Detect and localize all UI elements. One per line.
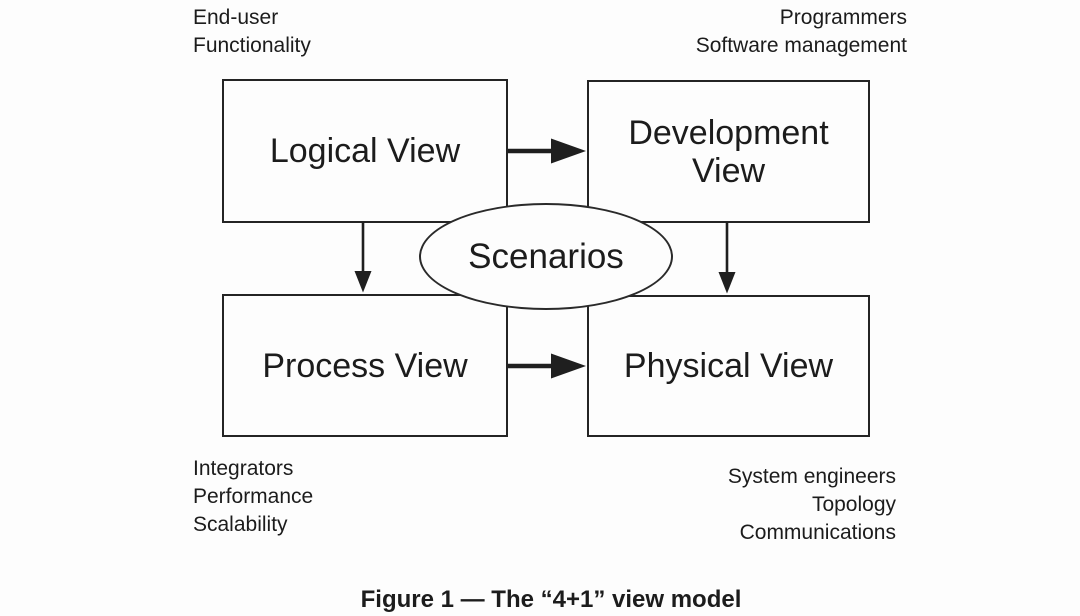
label-system-engineers-topology-communications: System engineers Topology Communications (728, 463, 896, 547)
scenarios-label: Scenarios (468, 236, 624, 276)
label-line: End-user (193, 6, 279, 29)
view-box-label: Logical View (269, 132, 461, 170)
view-box-process: Process View (222, 294, 508, 437)
arrow-process-to-physical-icon (508, 353, 586, 379)
label-line: Software management (695, 34, 907, 57)
view-box-physical: Physical View (587, 295, 870, 437)
label-end-user-functionality: End-user Functionality (193, 4, 311, 60)
label-line: Integrators (193, 457, 294, 480)
view-box-label-line: View (691, 151, 766, 190)
label-programmers-software-management: Programmers Software management (696, 4, 907, 60)
label-line: Communications (739, 521, 896, 544)
arrow-logical-to-process-icon (354, 222, 372, 293)
label-line: Functionality (193, 34, 311, 57)
view-box-development: Development View (587, 80, 870, 223)
arrow-development-to-physical-icon (718, 222, 736, 294)
view-box-logical: Logical View (222, 79, 508, 223)
label-line: Programmers (779, 6, 907, 29)
label-line: System engineers (727, 465, 896, 488)
figure-caption: Figure 1 — The “4+1” view model (360, 586, 742, 613)
label-line: Scalability (193, 513, 288, 536)
label-line: Topology (811, 493, 896, 516)
view-box-label: Physical View (623, 347, 834, 385)
arrow-logical-to-development-icon (508, 138, 586, 164)
label-integrators-performance-scalability: Integrators Performance Scalability (193, 455, 313, 539)
scenarios-ellipse: Scenarios (419, 203, 673, 310)
label-line: Performance (193, 485, 314, 508)
view-box-label-line: Development (628, 113, 829, 152)
view-box-label: Process View (262, 346, 468, 385)
